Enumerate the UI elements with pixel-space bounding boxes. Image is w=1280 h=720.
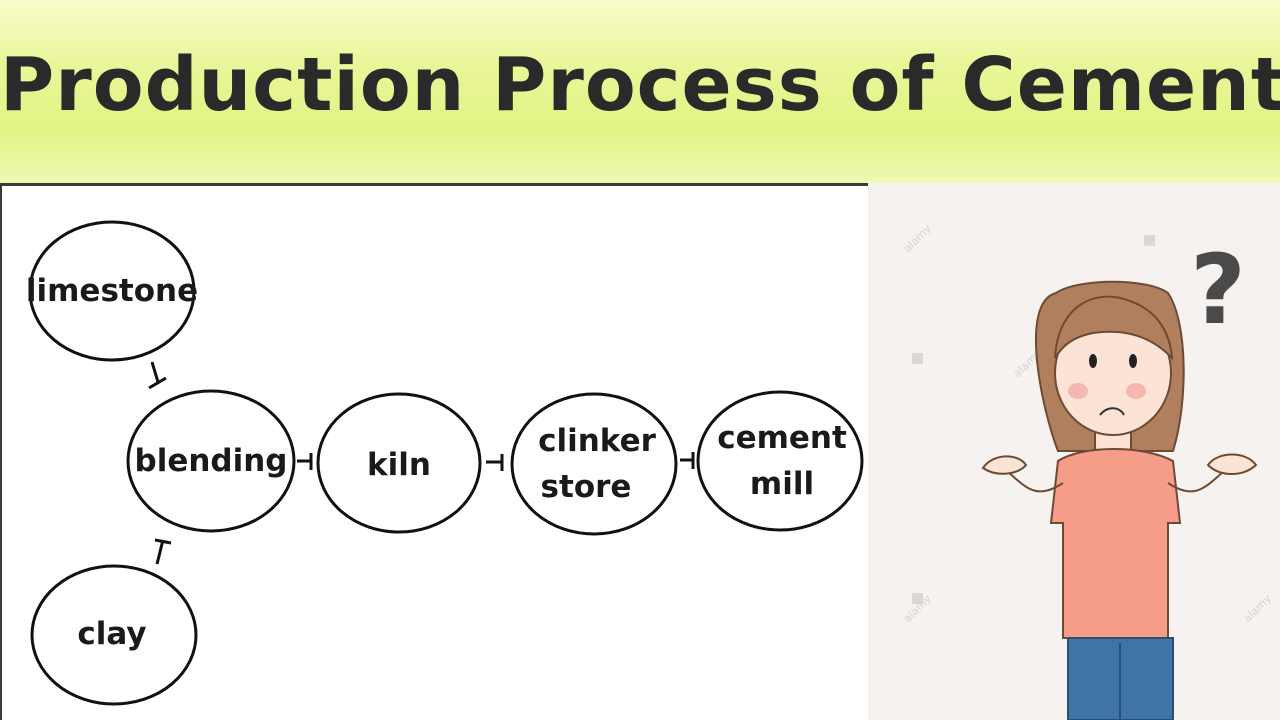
node-blending: blending — [126, 389, 296, 533]
svg-text:alamy: alamy — [1241, 592, 1274, 625]
woman-image: a a a a alamy alamy alamy alamy alamy ? — [901, 222, 1274, 720]
edge-blending-kiln — [297, 453, 313, 470]
diagram-left-border — [0, 183, 2, 720]
svg-text:a: a — [914, 592, 921, 605]
node-label-mill: mill — [750, 466, 814, 502]
right-hand-icon — [1206, 453, 1258, 475]
node-label-clay: clay — [77, 616, 146, 652]
question-mark-icon: ? — [1190, 234, 1246, 346]
node-cement-mill: cement mill — [696, 390, 864, 532]
node-limestone: limestone — [26, 220, 198, 362]
node-label-kiln: kiln — [367, 447, 431, 483]
node-label-store: store — [541, 469, 632, 505]
node-label-limestone: limestone — [26, 273, 198, 309]
title-banner: Production Process of Cement — [0, 0, 1280, 183]
edge-clay-blending — [154, 538, 172, 565]
page-title: Production Process of Cement — [0, 42, 1280, 128]
svg-text:a: a — [914, 352, 921, 365]
svg-text:alamy: alamy — [901, 222, 934, 255]
node-kiln: kiln — [316, 392, 482, 534]
diagram-top-border — [0, 183, 868, 186]
shirt-icon — [1049, 448, 1182, 639]
edge-kiln-clinker — [486, 454, 504, 471]
node-label-cement: cement — [717, 420, 847, 456]
node-label-blending: blending — [135, 443, 288, 479]
edge-limestone-blending — [148, 361, 167, 390]
node-label-clinker: clinker — [538, 423, 657, 459]
edge-clinker-cement — [680, 452, 695, 469]
process-flow-diagram: limestone clay blending kiln clinker sto… — [26, 220, 864, 706]
confused-woman-illustration: a a a a alamy alamy alamy alamy alamy ? — [868, 183, 1280, 720]
node-clay: clay — [30, 564, 198, 706]
left-hand-icon — [981, 455, 1028, 475]
node-clinker-store: clinker store — [510, 392, 678, 536]
svg-text:a: a — [1146, 234, 1153, 247]
